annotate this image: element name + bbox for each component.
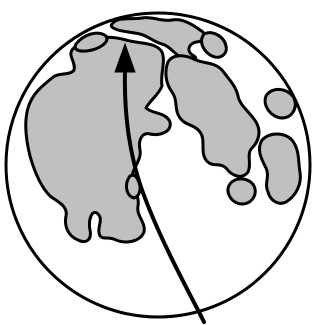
mare-south [228, 179, 255, 204]
mare-far-east [265, 89, 295, 118]
